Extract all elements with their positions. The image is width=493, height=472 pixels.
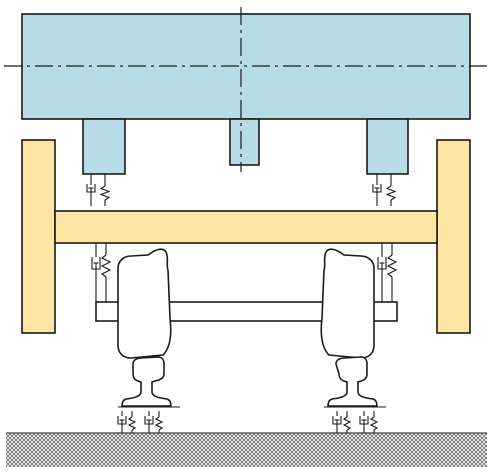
- car-body-center-pivot: [229, 118, 260, 166]
- rail-left: [121, 356, 172, 407]
- primary-suspension-left: [91, 242, 111, 304]
- secondary-suspension-left: [86, 177, 110, 207]
- wheel-left: [117, 248, 172, 359]
- rail-pad-left-1: [114, 410, 136, 434]
- side-frame-right: [436, 139, 471, 334]
- rail-pad-left-2: [141, 410, 163, 434]
- side-frame-left: [21, 139, 56, 334]
- ground: [6, 433, 487, 467]
- rail-right: [327, 356, 378, 407]
- primary-suspension-right: [377, 242, 397, 304]
- car-body-support-right: [366, 118, 409, 175]
- car-body-support-left: [82, 118, 126, 175]
- secondary-suspension-right: [372, 177, 396, 207]
- rail-pad-right-1: [329, 410, 351, 434]
- rail-pad-right-2: [356, 410, 378, 434]
- bogie-frame: [54, 210, 438, 244]
- wheel-right: [320, 248, 375, 359]
